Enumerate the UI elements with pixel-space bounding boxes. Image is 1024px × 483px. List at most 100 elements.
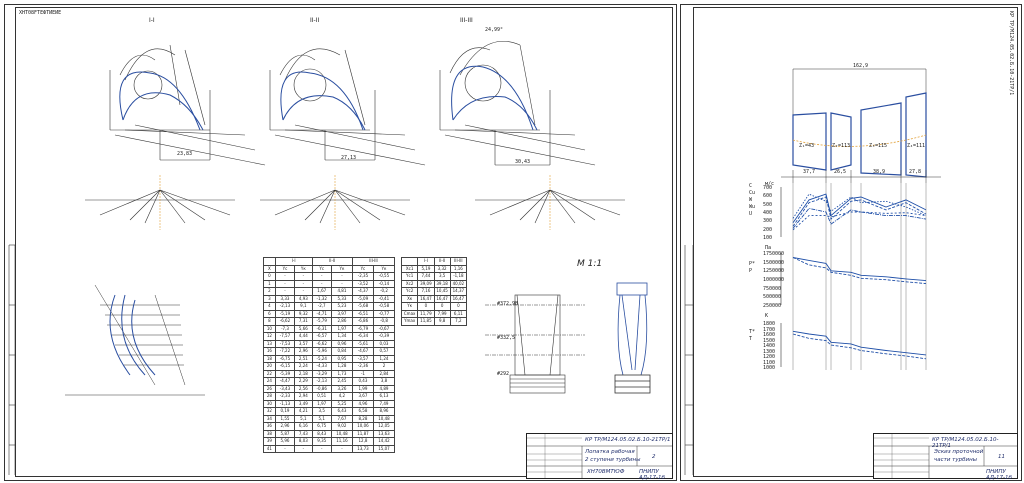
table-cell: -5,61: [351, 339, 374, 348]
tick-label: 700: [763, 185, 773, 191]
table-cell: 2,24: [294, 362, 313, 371]
title-line-2-right: части турбины: [934, 457, 978, 463]
table-cell: 4,96: [351, 399, 374, 408]
table-cell: 6,16: [294, 422, 313, 431]
table-cell: 14,42: [372, 437, 396, 446]
table-cell: 5,19: [417, 264, 435, 273]
table-cell: -1: [351, 369, 374, 378]
tick-label: 1200: [763, 354, 776, 360]
legend-entry: Wu: [749, 204, 756, 210]
series-line-U: [792, 211, 927, 231]
stage-z-3: Z₃=115: [869, 143, 888, 149]
stage-z-2: Z₂=113: [832, 143, 851, 149]
table-cell: 3,5: [311, 407, 332, 416]
table-cell: -: [274, 287, 296, 296]
temperature-axis-unit: К: [765, 313, 769, 319]
table-header: II-II: [433, 257, 451, 266]
table-cell: 0,84: [330, 347, 353, 356]
table-cell: 20: [263, 362, 276, 371]
table-cell: -6,62: [311, 339, 332, 348]
table-cell: -4,71: [311, 309, 332, 318]
legend-entry: U: [749, 211, 753, 217]
table-cell: 5,23: [330, 302, 353, 311]
table-cell: 2,96: [294, 347, 313, 356]
table-row: 0-----2,35-0,55: [263, 272, 396, 281]
table-cell: -4,33: [311, 362, 332, 371]
table-subheader: Yк: [330, 264, 353, 273]
table-cell: 39,18: [433, 279, 451, 288]
table-cell: 3,57: [294, 339, 313, 348]
temperature-chart: [780, 323, 927, 367]
table-cell: -5,68: [351, 302, 374, 311]
table-cell: Ymax: [400, 317, 419, 326]
table-cell: 12,8: [351, 437, 374, 446]
table-header: [400, 257, 419, 266]
table-cell: -: [294, 287, 313, 296]
table-cell: -3,43: [274, 384, 296, 393]
table-cell: 0: [263, 272, 276, 281]
table-cell: 7,31: [294, 317, 313, 326]
tick-label: 100: [763, 235, 773, 241]
table-cell: 2,86: [330, 317, 353, 326]
table-cell: 13,63: [372, 429, 396, 438]
table-cell: Xк: [400, 294, 419, 303]
table-cell: 7,99: [433, 309, 451, 318]
table-cell: 5,25: [330, 399, 353, 408]
table-cell: 3,26: [330, 384, 353, 393]
velocity-chart: [780, 187, 927, 237]
table-cell: 32: [263, 407, 276, 416]
stage-gap-4: 27,8: [909, 169, 922, 175]
table-cell: Xc1: [400, 264, 419, 273]
table-cell: -0,41: [372, 294, 396, 303]
table-cell: 1,73: [330, 369, 353, 378]
table-cell: -0,86: [311, 384, 332, 393]
table-cell: 0,43: [351, 377, 374, 386]
table-cell: -: [274, 444, 296, 453]
title-line-2: 2 ступени турбины: [585, 457, 641, 463]
table-cell: 8,96: [372, 407, 396, 416]
tick-label: 500000: [763, 294, 782, 301]
table-cell: 2,96: [274, 422, 296, 431]
table-cell: 8: [263, 317, 276, 326]
org-name-right: ПНИПУ АД-17-1б: [986, 469, 1012, 481]
table-cell: 5,96: [274, 437, 296, 446]
table-row: 1-----3,52-0,14: [263, 279, 396, 288]
stage-z-4: Z₄=111: [907, 143, 926, 149]
velocity-triangles: [85, 175, 625, 230]
tick-label: 1300: [763, 348, 776, 355]
table-cell: 7,2: [449, 317, 468, 326]
table-cell: 41: [263, 444, 276, 453]
tick-label: 400: [763, 210, 773, 216]
table-cell: -4,47: [274, 377, 296, 386]
table-cell: 6: [263, 309, 276, 318]
table-header: II-II: [311, 257, 353, 266]
table-cell: 11,79: [417, 309, 435, 318]
legend-entry: W: [749, 197, 753, 203]
table-cell: -3,52: [351, 279, 374, 288]
table-cell: -6,15: [274, 362, 296, 371]
title-line-1: Лопатка рабочая: [585, 449, 635, 455]
sec1-dim-length: 23,83: [177, 151, 193, 157]
table-cell: 6,43: [330, 407, 353, 416]
series-line-Cu: [792, 196, 927, 227]
tick-label: 750000: [763, 285, 782, 292]
table-header: I-I: [274, 257, 313, 266]
table-cell: 4,89: [372, 384, 396, 393]
table-cell: 9,32: [294, 309, 313, 318]
table-cell: 2,45: [330, 377, 353, 386]
tick-label: 1000000: [763, 277, 785, 283]
drawing-sheet-flowpath: КР ТР/М124.05.02.Б.10-21ТР/1: [680, 4, 1022, 481]
tick-label: 300: [763, 218, 773, 225]
table-cell: 11,16: [330, 437, 353, 446]
series-line-T: [792, 333, 927, 360]
blade-dim-3: #292: [497, 371, 510, 377]
table-cell: -0,55: [372, 272, 396, 281]
